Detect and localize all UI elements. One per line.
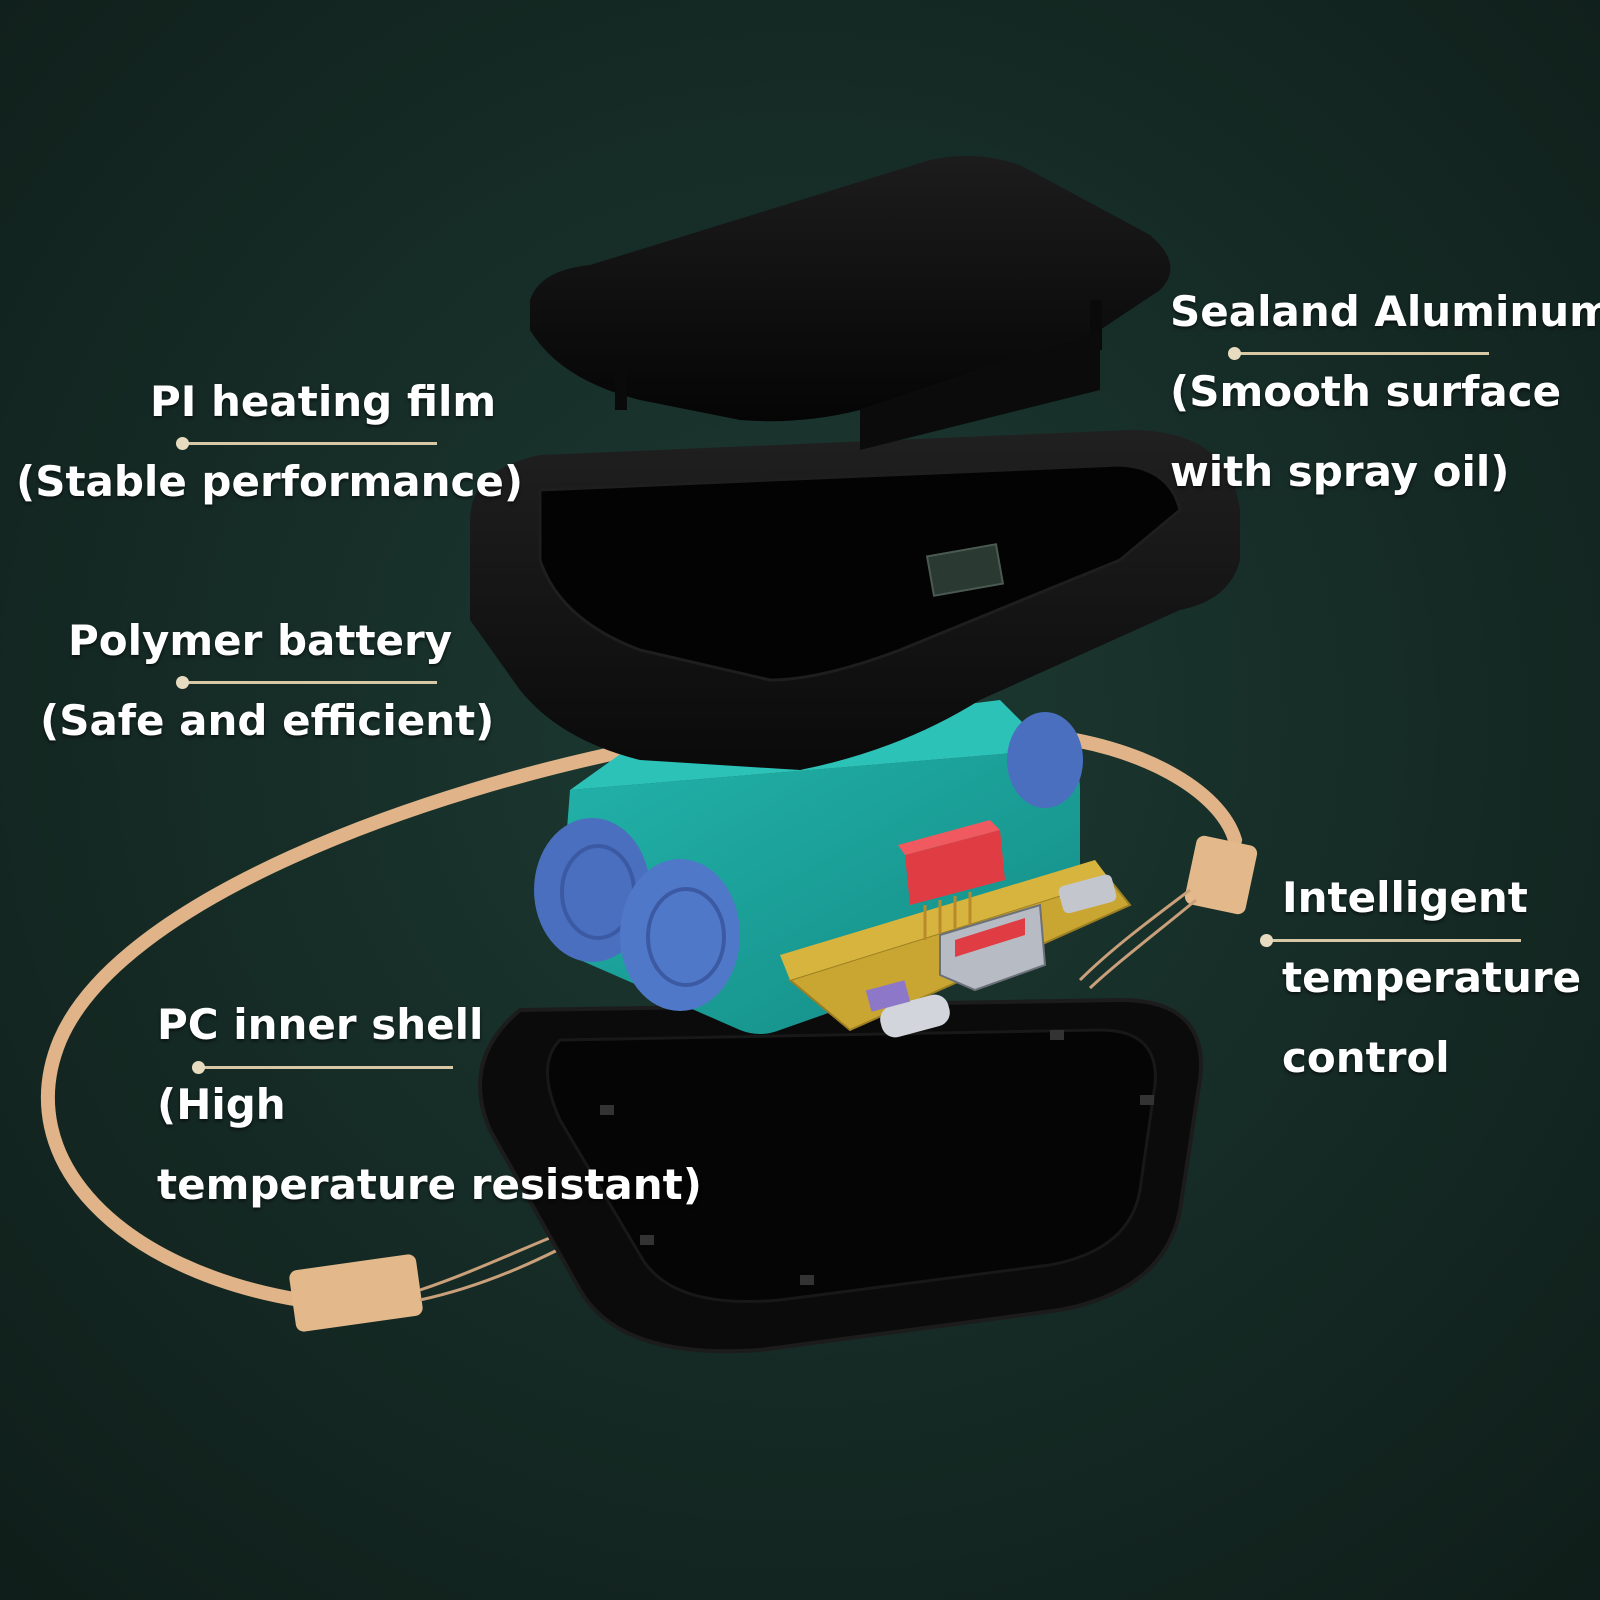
strap-cord-right: [1078, 888, 1191, 982]
temperature-display-chip: [898, 820, 1005, 940]
label-pc-line-2: (High: [157, 1080, 286, 1129]
label-control-line-2: temperature: [1282, 953, 1582, 1002]
pc-inner-shell-part: [478, 997, 1203, 1354]
label-polymer-battery: Polymer battery (Safe and efficient): [40, 601, 494, 761]
leader-line-sealand: [1228, 347, 1489, 360]
label-sealand-aluminum: Sealand Aluminum (Smooth surface with sp…: [1170, 272, 1600, 512]
pi-heating-frame-part: [470, 430, 1240, 770]
label-pc-line-1: PC inner shell: [157, 1000, 484, 1049]
leader-line-pc-shell: [192, 1061, 453, 1074]
usb-c-port: [880, 994, 950, 1038]
leader-line-control: [1260, 934, 1521, 947]
strap-clip-left: [289, 1254, 423, 1332]
label-pi-line-1: PI heating film: [150, 377, 497, 426]
sealand-aluminum-lid-part: [530, 156, 1171, 450]
strap-clip-right: [1184, 835, 1258, 915]
heating-film-window: [925, 543, 1005, 597]
strap-band: [41, 738, 662, 1317]
leader-line-pi-film: [176, 437, 437, 450]
label-sealand-line-2: (Smooth surface: [1170, 367, 1562, 416]
leader-line-battery: [176, 676, 437, 689]
label-pi-line-2: (Stable performance): [16, 457, 524, 506]
label-intelligent-temperature-control: Intelligent temperature control: [1282, 858, 1581, 1098]
label-pc-inner-shell: PC inner shell (High temperature resista…: [157, 985, 702, 1225]
battery-end-caps: [534, 712, 1083, 1011]
label-pc-line-3: temperature resistant): [157, 1160, 702, 1209]
label-battery-line-2: (Safe and efficient): [40, 696, 495, 745]
label-control-line-3: control: [1282, 1033, 1450, 1082]
label-control-line-1: Intelligent: [1282, 873, 1528, 922]
label-battery-line-1: Polymer battery: [68, 616, 453, 665]
strap-cord-right-2: [1088, 898, 1197, 990]
label-pi-heating-film: PI heating film (Stable performance): [16, 362, 523, 522]
label-sealand-line-3: with spray oil): [1170, 447, 1510, 496]
label-sealand-line-1: Sealand Aluminum: [1170, 287, 1600, 336]
micro-usb-port: [1058, 874, 1117, 914]
circuit-board-part: [780, 820, 1132, 1038]
